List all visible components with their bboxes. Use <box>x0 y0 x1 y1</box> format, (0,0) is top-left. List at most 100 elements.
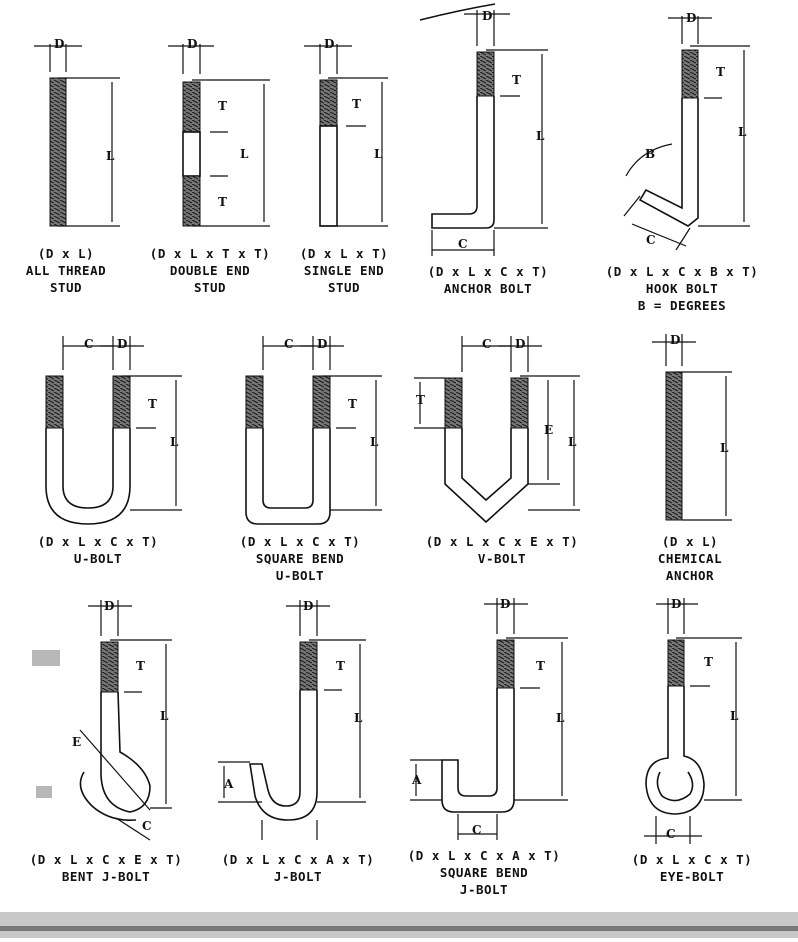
dim-label-d: D <box>324 37 334 51</box>
caption-formula: (D x L x C x A x T) <box>408 848 561 863</box>
dim-label-c: C <box>482 337 492 351</box>
dim-label-t: T <box>348 397 357 411</box>
caption-formula: (D x L) <box>662 534 718 549</box>
caption-line: U-BOLT <box>74 551 122 566</box>
dim-label-b: B <box>645 147 655 161</box>
dim-label-t: T <box>416 393 425 407</box>
caption-formula: (D x L x T x T) <box>150 246 270 261</box>
dim-label-l: L <box>354 711 363 725</box>
caption-line: SQUARE BEND <box>256 551 344 566</box>
dim-label-c: C <box>666 827 676 841</box>
dim-label-e: E <box>544 423 553 437</box>
dim-label-d: D <box>686 11 696 25</box>
dim-label-a: A <box>223 777 234 791</box>
caption-line: HOOK BOLT <box>646 281 718 296</box>
dim-label-t: T <box>512 73 521 87</box>
caption-formula: (D x L x C x A x T) <box>222 852 375 867</box>
caption-j-bolt: (D x L x C x A x T) J-BOLT <box>222 852 375 884</box>
dim-label-d: D <box>317 337 327 351</box>
caption-formula: (D x L x C x T) <box>38 534 158 549</box>
dim-label-l: L <box>738 125 747 139</box>
dim-label-d: D <box>117 337 127 351</box>
caption-line: SINGLE END <box>304 263 384 278</box>
all-thread-stud-drawing: D L <box>34 37 120 227</box>
caption-formula: (D x L x C x E x T) <box>30 852 183 867</box>
dim-label-c: C <box>458 237 468 251</box>
dim-label-t: T <box>352 97 361 111</box>
caption-eye-bolt: (D x L x C x T) EYE-BOLT <box>632 852 752 884</box>
dim-label-l: L <box>240 147 249 161</box>
dim-label-l: L <box>374 147 383 161</box>
dim-label-l: L <box>370 435 379 449</box>
dim-label-l: L <box>730 709 739 723</box>
caption-line: CHEMICAL <box>658 551 722 566</box>
dim-label-l: L <box>568 435 577 449</box>
caption-line: DOUBLE END <box>170 263 250 278</box>
dim-label-t: T <box>704 655 713 669</box>
caption-line: U-BOLT <box>276 568 324 583</box>
caption-formula: (D x L x C x T) <box>428 264 548 279</box>
caption-line: ALL THREAD <box>26 263 106 278</box>
dim-label-l: L <box>536 129 545 143</box>
caption-line: V-BOLT <box>478 551 526 566</box>
dim-label-d: D <box>670 333 680 347</box>
chemical-anchor-drawing: D L <box>652 333 732 521</box>
dim-label-l: L <box>556 711 565 725</box>
scan-noise-line <box>0 926 798 931</box>
hook-bolt-drawing: D T L B C <box>623 11 750 251</box>
scan-speck <box>36 786 52 798</box>
dim-label-c: C <box>84 337 94 351</box>
caption-line: J-BOLT <box>460 882 508 897</box>
u-bolt-drawing: C D T L <box>45 336 182 525</box>
dim-label-d: D <box>482 9 492 23</box>
caption-hook-bolt: (D x L x C x B x T) HOOK BOLT B = DEGREE… <box>606 264 759 313</box>
caption-line: BENT J-BOLT <box>62 869 150 884</box>
caption-line: SQUARE BEND <box>440 865 528 880</box>
dim-label-t: T <box>536 659 545 673</box>
caption-double-end-stud: (D x L x T x T) DOUBLE END STUD <box>150 246 270 295</box>
dim-label-t: T <box>136 659 145 673</box>
caption-v-bolt: (D x L x C x E x T) V-BOLT <box>426 534 579 566</box>
dim-label-d: D <box>500 597 510 611</box>
dim-label-l: L <box>170 435 179 449</box>
caption-formula: (D x L x C x B x T) <box>606 264 759 279</box>
caption-all-thread-stud: (D x L) ALL THREAD STUD <box>26 246 106 295</box>
caption-line: ANCHOR <box>666 568 714 583</box>
dim-label-d: D <box>187 37 197 51</box>
dim-label-d: D <box>104 599 114 613</box>
single-end-stud-drawing: D T L <box>304 37 388 227</box>
caption-line: STUD <box>328 280 360 295</box>
dim-label-l: L <box>160 709 169 723</box>
caption-chemical-anchor: (D x L) CHEMICAL ANCHOR <box>658 534 722 583</box>
caption-line: B = DEGREES <box>638 298 726 313</box>
scan-noise-band <box>0 912 798 938</box>
dim-label-t: T <box>716 65 725 79</box>
caption-formula: (D x L x C x E x T) <box>426 534 579 549</box>
dim-label-t: T <box>336 659 345 673</box>
caption-single-end-stud: (D x L x T) SINGLE END STUD <box>300 246 388 295</box>
bent-j-bolt-drawing: D T L E C <box>32 599 172 841</box>
scan-speck <box>32 650 60 666</box>
caption-formula: (D x L x C x T) <box>632 852 752 867</box>
dim-label-c: C <box>472 823 482 837</box>
dim-label-c: C <box>142 819 152 833</box>
dim-label-c: C <box>284 337 294 351</box>
caption-line: EYE-BOLT <box>660 869 724 884</box>
dim-label-d: D <box>303 599 313 613</box>
eye-bolt-drawing: D T L C <box>644 597 742 844</box>
dim-label-l: L <box>720 441 729 455</box>
anchor-bolt-drawing: D T L C <box>419 3 548 256</box>
square-bend-u-bolt-drawing: C D T L <box>245 336 382 525</box>
caption-u-bolt: (D x L x C x T) U-BOLT <box>38 534 158 566</box>
dim-label-t: T <box>218 195 227 209</box>
double-end-stud-drawing: D T T L <box>168 37 270 227</box>
j-bolt-drawing: D T L A <box>218 599 366 840</box>
caption-line: STUD <box>50 280 82 295</box>
caption-formula: (D x L) <box>38 246 94 261</box>
caption-line: J-BOLT <box>274 869 322 884</box>
dim-label-e: E <box>72 735 81 749</box>
dim-label-d: D <box>671 597 681 611</box>
caption-line: ANCHOR BOLT <box>444 281 532 296</box>
caption-anchor-bolt: (D x L x C x T) ANCHOR BOLT <box>428 264 548 296</box>
